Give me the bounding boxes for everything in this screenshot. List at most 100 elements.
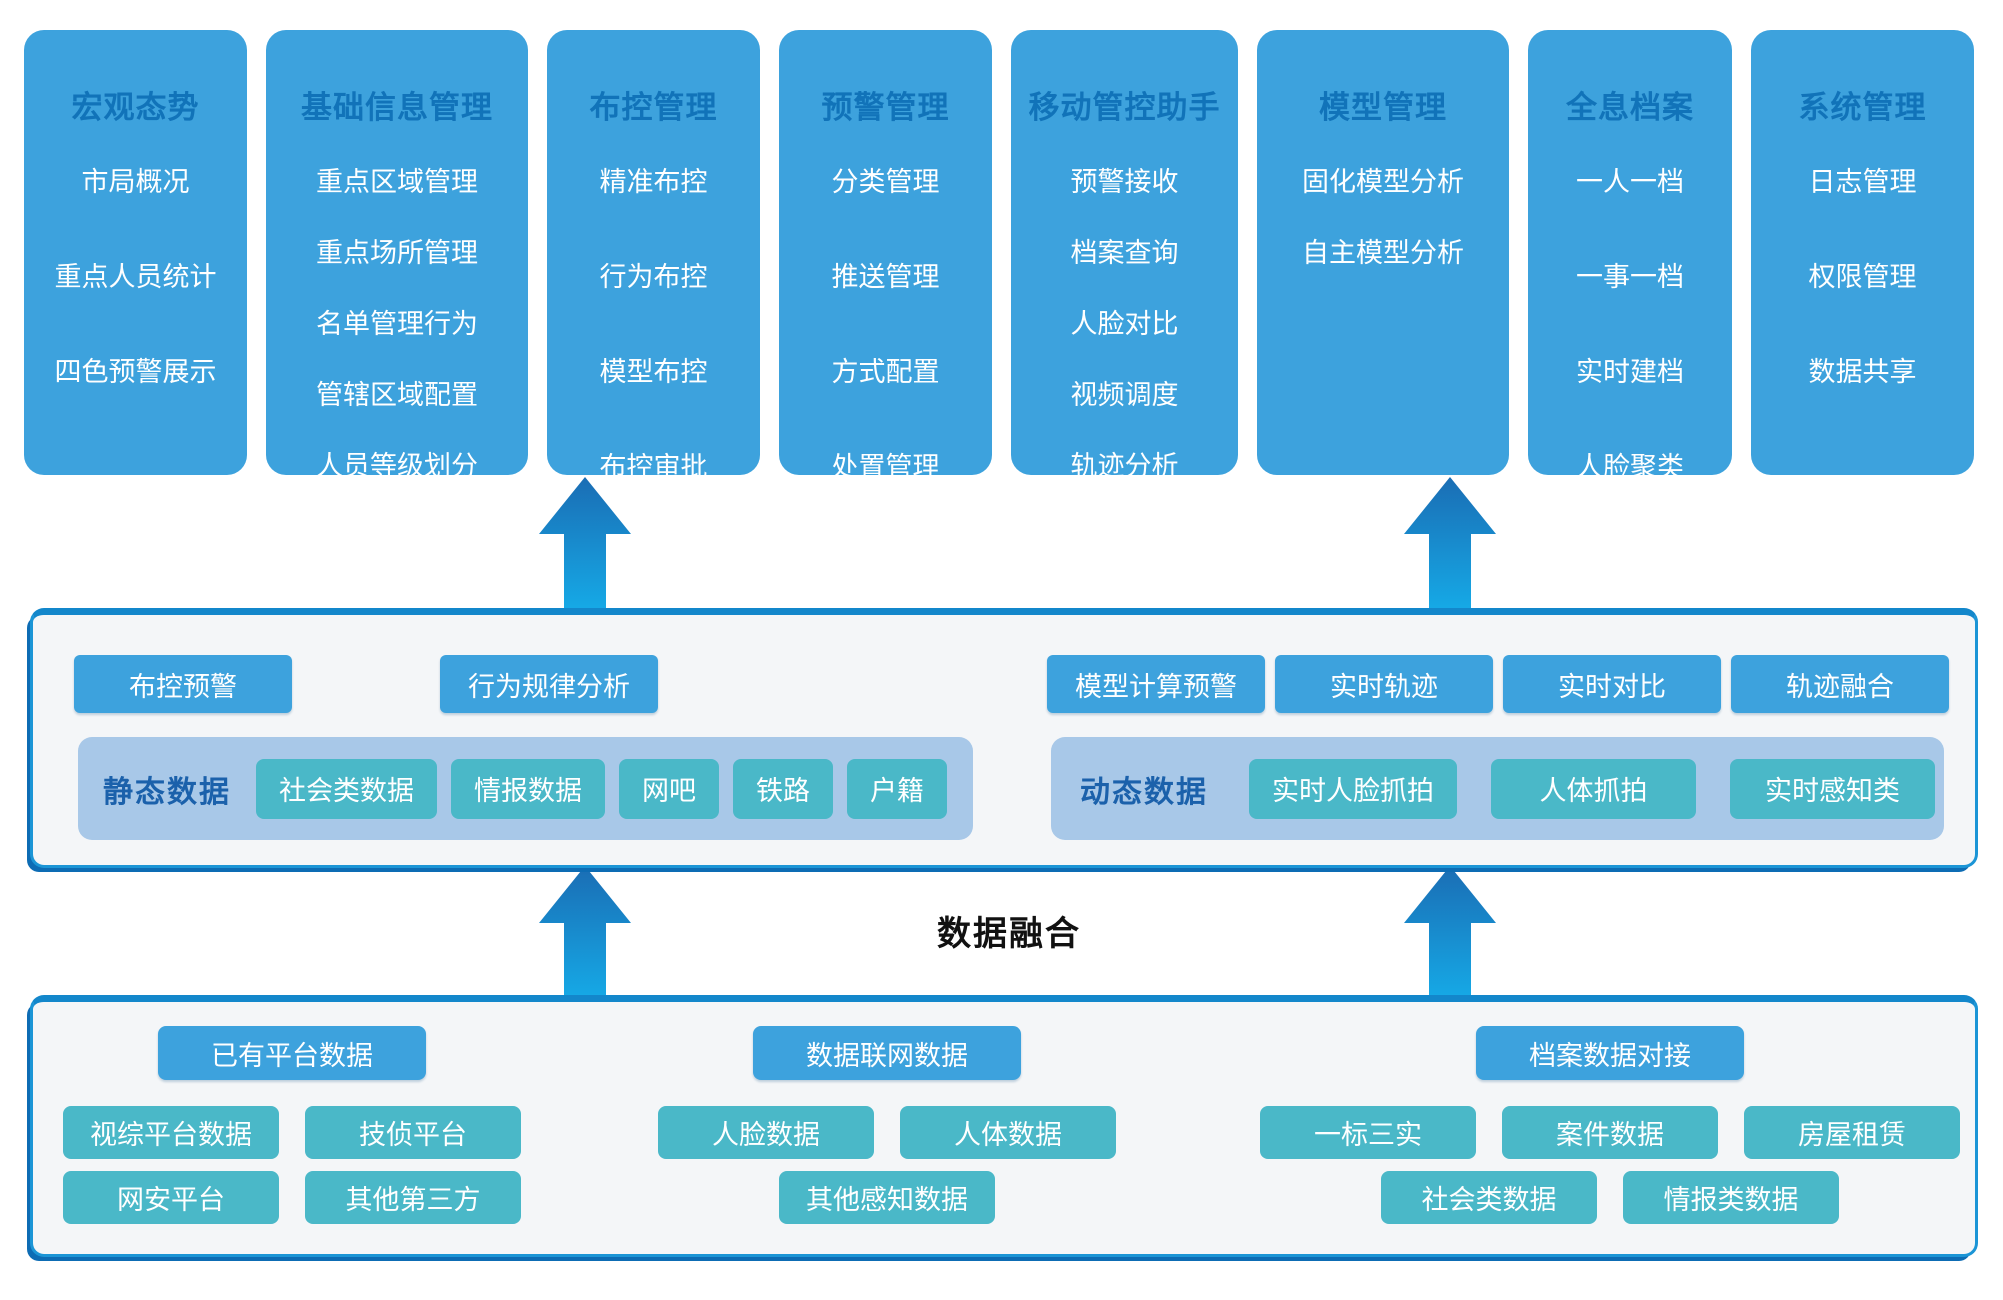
module-item: 处置管理 xyxy=(831,452,940,482)
source-item-chip: 技侦平台 xyxy=(305,1106,521,1159)
module-item: 轨迹分析 xyxy=(1070,451,1179,481)
module-title: 预警管理 xyxy=(821,90,950,125)
module-item-list: 市局概况 重点人员统计 四色预警展示 xyxy=(55,167,217,387)
module-item-list: 一人一档 一事一档 实时建档 人脸聚类 xyxy=(1576,167,1684,482)
data-source-panel: 已有平台数据 视综平台数据 技侦平台 xyxy=(30,995,1978,1257)
platform-function-chip: 实时对比 xyxy=(1503,655,1721,713)
module-item: 档案查询 xyxy=(1070,238,1179,268)
module-item: 重点场所管理 xyxy=(316,238,478,268)
module-card: 布控管理 精准布控 行为布控 模型布控 布控审批 xyxy=(547,30,760,482)
module-item: 分类管理 xyxy=(831,167,940,197)
module-title: 布控管理 xyxy=(589,90,718,125)
dynamic-data-group-label: 动态数据 xyxy=(1080,775,1208,809)
dynamic-data-items: 实时人脸抓拍 人体抓拍 实时感知类 xyxy=(1249,758,1935,819)
data-fusion-label: 数据融合 xyxy=(937,915,1081,953)
source-group-header: 数据联网数据 xyxy=(753,1026,1021,1080)
source-item-chip: 人脸数据 xyxy=(658,1106,874,1159)
up-arrow-icon xyxy=(539,866,631,998)
dynamic-data-group: 动态数据 实时人脸抓拍 人体抓拍 实时感知类 xyxy=(1051,737,1944,840)
module-item-list: 分类管理 推送管理 方式配置 处置管理 xyxy=(832,167,940,482)
static-data-group-label: 静态数据 xyxy=(103,775,231,809)
static-data-items: 社会类数据 情报数据 网吧 铁路 户籍 xyxy=(256,758,947,819)
platform-function-chip: 行为规律分析 xyxy=(440,655,658,713)
platform-function-chip: 实时轨迹 xyxy=(1275,655,1493,713)
module-title: 全息档案 xyxy=(1566,90,1694,125)
module-card: 全息档案 一人一档 一事一档 实时建档 人脸聚类 xyxy=(1528,30,1732,482)
platform-function-chip: 布控预警 xyxy=(74,655,292,713)
data-source-chip: 人体抓拍 xyxy=(1491,758,1696,819)
module-item: 自主模型分析 xyxy=(1302,238,1464,268)
source-row: 一标三实 案件数据 房屋租赁 xyxy=(1260,1106,1960,1159)
module-card: 系统管理 日志管理 权限管理 数据共享 xyxy=(1751,30,1974,475)
source-row: 网安平台 其他第三方 xyxy=(63,1171,521,1224)
module-item: 精准布控 xyxy=(599,167,708,197)
module-card: 宏观态势 市局概况 重点人员统计 四色预警展示 xyxy=(24,30,247,475)
analysis-platform-panel: 布控预警 行为规律分析 模型计算预警 实时轨迹 实时对比 轨迹融合 静态数据 社… xyxy=(30,608,1978,868)
up-arrow-icon xyxy=(1404,477,1496,609)
module-item: 一人一档 xyxy=(1576,167,1684,197)
module-item: 固化模型分析 xyxy=(1302,167,1464,197)
module-item: 名单管理行为 xyxy=(316,309,478,339)
source-group: 已有平台数据 视综平台数据 技侦平台 xyxy=(61,1026,523,1224)
source-group-rows: 一标三实 案件数据 房屋租赁 社会类数据 情报类 xyxy=(1260,1106,1960,1224)
data-source-chip: 实时人脸抓拍 xyxy=(1249,758,1457,819)
module-item: 布控审批 xyxy=(599,452,708,482)
module-item: 人脸聚类 xyxy=(1576,452,1684,482)
source-item-chip: 社会类数据 xyxy=(1381,1171,1597,1224)
module-item: 重点区域管理 xyxy=(316,167,478,197)
source-item-chip: 一标三实 xyxy=(1260,1106,1476,1159)
module-title: 系统管理 xyxy=(1798,90,1927,125)
source-item-chip: 人体数据 xyxy=(900,1106,1116,1159)
data-source-chip: 户籍 xyxy=(847,758,947,819)
platform-function-row-right: 模型计算预警 实时轨迹 实时对比 轨迹融合 xyxy=(1047,655,1949,713)
module-item-list: 预警接收 档案查询 人脸对比 视频调度 轨迹分析 xyxy=(1071,167,1179,481)
source-item-chip: 其他感知数据 xyxy=(779,1171,995,1224)
module-item: 人脸对比 xyxy=(1070,309,1179,339)
source-group-header: 已有平台数据 xyxy=(158,1026,426,1080)
module-item: 推送管理 xyxy=(831,262,940,292)
module-title: 模型管理 xyxy=(1319,90,1447,125)
up-arrow-icon xyxy=(539,477,631,609)
module-item: 人员等级划分 xyxy=(316,451,478,481)
data-source-chip: 实时感知类 xyxy=(1730,758,1935,819)
module-item: 视频调度 xyxy=(1070,380,1179,410)
module-card: 移动管控助手 预警接收 档案查询 人脸对比 视频调度 轨迹分析 xyxy=(1011,30,1238,481)
data-source-chip: 铁路 xyxy=(733,758,833,819)
module-item-list: 重点区域管理 重点场所管理 名单管理行为 管辖区域配置 人员等级划分 xyxy=(316,167,478,481)
platform-function-chip: 模型计算预警 xyxy=(1047,655,1265,713)
up-arrow-icon xyxy=(1404,866,1496,998)
module-item: 重点人员统计 xyxy=(54,262,217,292)
source-row: 视综平台数据 技侦平台 xyxy=(63,1106,521,1159)
data-source-chip: 情报数据 xyxy=(451,758,605,819)
source-item-chip: 房屋租赁 xyxy=(1744,1106,1960,1159)
source-group-rows: 人脸数据 人体数据 其他感知数据 xyxy=(658,1106,1116,1224)
data-source-chip: 网吧 xyxy=(619,758,719,819)
source-item-chip: 视综平台数据 xyxy=(63,1106,279,1159)
module-item: 日志管理 xyxy=(1808,167,1917,197)
source-item-chip: 网安平台 xyxy=(63,1171,279,1224)
source-item-chip: 案件数据 xyxy=(1502,1106,1718,1159)
platform-function-row-left: 布控预警 行为规律分析 xyxy=(74,655,658,713)
module-item: 方式配置 xyxy=(831,357,940,387)
source-row: 社会类数据 情报类数据 xyxy=(1260,1171,1960,1224)
source-item-chip: 其他第三方 xyxy=(305,1171,521,1224)
source-row: 其他感知数据 xyxy=(658,1171,1116,1224)
data-source-chip: 社会类数据 xyxy=(256,758,437,819)
module-item: 实时建档 xyxy=(1576,357,1684,387)
source-group: 档案数据对接 一标三实 案件数据 房屋租赁 xyxy=(1260,1026,1960,1224)
module-item: 四色预警展示 xyxy=(54,357,217,387)
source-group-header: 档案数据对接 xyxy=(1476,1026,1744,1080)
module-item: 数据共享 xyxy=(1808,357,1917,387)
module-item-list: 固化模型分析 自主模型分析 xyxy=(1302,167,1464,268)
module-item: 行为布控 xyxy=(599,262,708,292)
module-title: 移动管控助手 xyxy=(1028,90,1221,125)
module-item-list: 精准布控 行为布控 模型布控 布控审批 xyxy=(600,167,708,482)
source-row: 人脸数据 人体数据 xyxy=(658,1106,1116,1159)
module-item: 一事一档 xyxy=(1576,262,1684,292)
module-card: 预警管理 分类管理 推送管理 方式配置 处置管理 xyxy=(779,30,992,482)
module-title: 基础信息管理 xyxy=(301,90,493,125)
module-item: 市局概况 xyxy=(81,167,190,197)
module-item: 模型布控 xyxy=(599,357,708,387)
source-group: 数据联网数据 人脸数据 人体数据 xyxy=(658,1026,1116,1224)
module-item: 预警接收 xyxy=(1070,167,1179,197)
